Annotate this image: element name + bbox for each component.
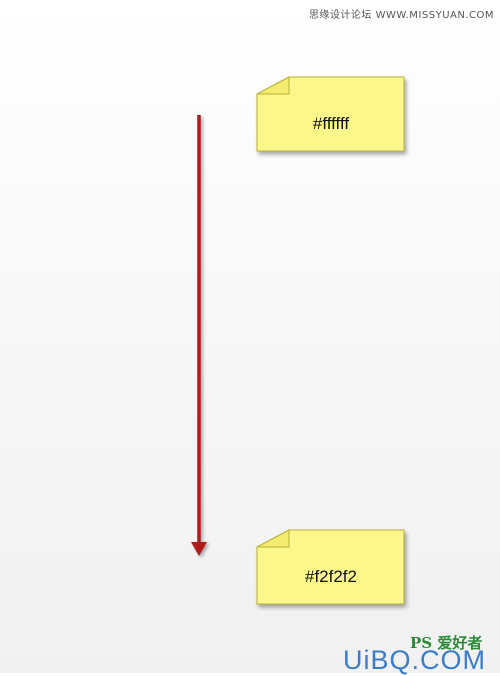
brand-watermark: UiBQ.COM [343,645,486,675]
sticky-note-shape [256,76,405,152]
arrow-head [191,542,207,556]
sticky-note-shape [256,529,405,605]
color-label-end: #f2f2f2 [305,567,357,586]
sticky-note-top: #ffffff [256,76,405,152]
color-label-start: #ffffff [312,114,350,133]
sticky-note-bottom: #f2f2f2 [256,529,405,605]
brand-logo-small: PS 爱好者 [410,634,483,652]
top-watermark: 思缘设计论坛 WWW.MISSYUAN.COM [308,10,494,21]
